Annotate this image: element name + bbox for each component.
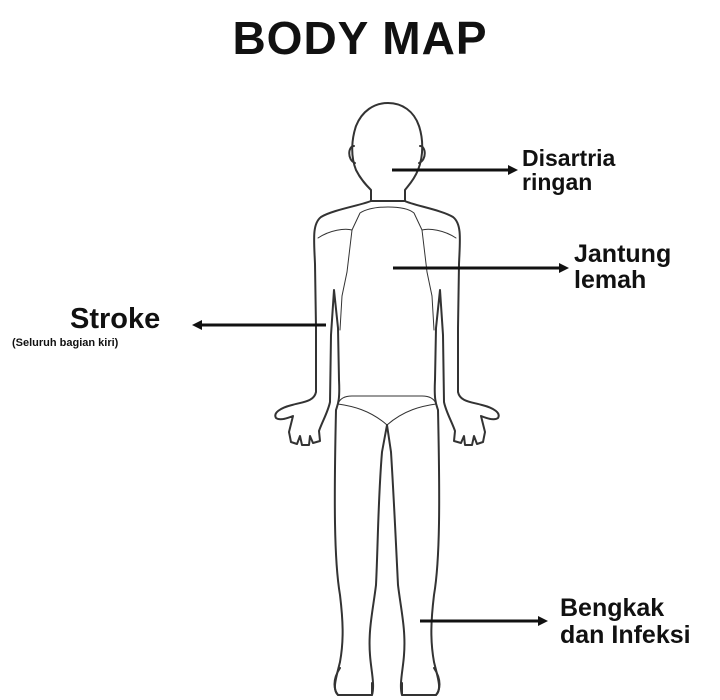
- right-foot-outline: [402, 668, 440, 695]
- shoulder-line-right: [422, 229, 456, 238]
- chest-line: [352, 207, 422, 230]
- label-jantung-line1: Jantung: [574, 241, 671, 267]
- label-bengkak-line2: dan Infeksi: [560, 622, 691, 649]
- torso-side-left: [340, 230, 352, 330]
- label-bengkak: Bengkak dan Infeksi: [560, 595, 691, 649]
- label-disartria-line1: Disartria: [522, 146, 615, 170]
- left-foot-outline: [335, 668, 373, 695]
- label-stroke: Stroke: [70, 304, 160, 334]
- label-disartria-line2: ringan: [522, 170, 615, 194]
- hip-line: [338, 396, 436, 404]
- label-jantung-line2: lemah: [574, 267, 671, 293]
- label-jantung: Jantung lemah: [574, 241, 671, 293]
- body-outline: [275, 103, 498, 695]
- label-stroke-subtitle: (Seluruh bagian kiri): [12, 337, 118, 350]
- head-outline: [352, 103, 422, 201]
- label-bengkak-line1: Bengkak: [560, 595, 691, 622]
- label-disartria: Disartria ringan: [522, 146, 615, 194]
- waist-line: [338, 404, 436, 425]
- torso-side-right: [422, 230, 434, 330]
- shoulder-line-left: [318, 229, 352, 238]
